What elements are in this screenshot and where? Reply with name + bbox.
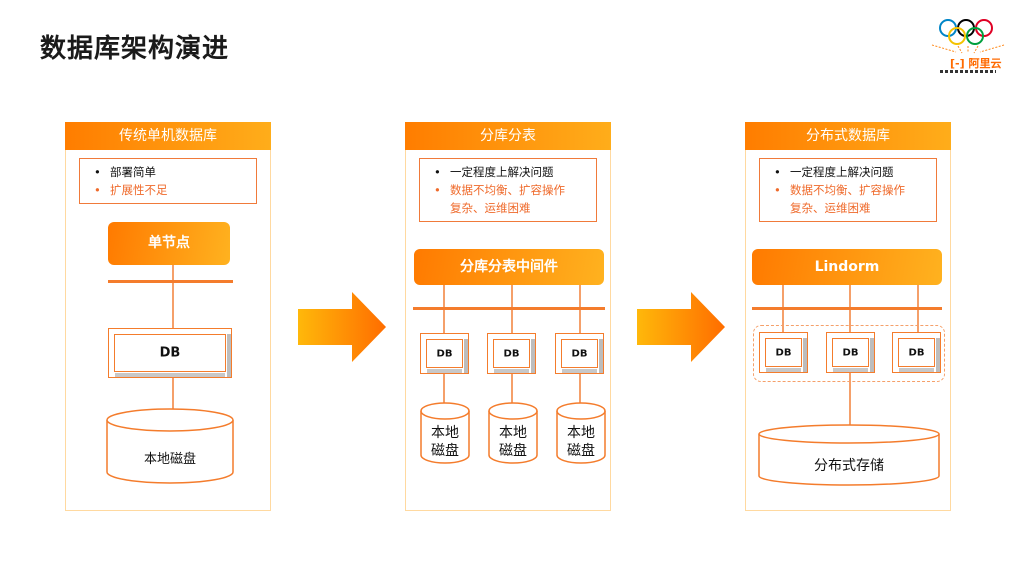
arrow-right-icon (637, 292, 727, 362)
bullet-icon: • (94, 165, 101, 179)
bus-line (108, 280, 233, 283)
logo-tagline (940, 70, 996, 73)
panel-header: 传统单机数据库 (65, 122, 271, 150)
connector-line (917, 285, 919, 335)
page-title: 数据库架构演进 (40, 34, 230, 64)
connector-line (849, 373, 851, 427)
bullet-icon: • (434, 183, 441, 197)
panel-header: 分库分表 (405, 122, 611, 150)
connector-line (511, 374, 513, 404)
olympic-rings-icon (931, 19, 1005, 54)
connector-line (782, 285, 784, 335)
connector-line (172, 378, 174, 410)
single-node: 单节点 (108, 222, 230, 265)
bullet-icon: • (94, 183, 101, 197)
sharding-middleware: 分库分表中间件 (414, 249, 604, 285)
panel-header: 分布式数据库 (745, 122, 951, 150)
connector-line (849, 285, 851, 335)
logo-brand: [-] 阿里云 (950, 57, 1002, 70)
bullet-icon: • (774, 165, 781, 179)
bullet-icon: • (434, 165, 441, 179)
note-con: 扩展性不足 (110, 183, 168, 197)
connector-line (579, 374, 581, 404)
alibaba-cloud-logo: [-] 阿里云 (928, 16, 1008, 78)
note-pro: 部署简单 (110, 165, 156, 179)
db-box: DB (487, 333, 536, 374)
connector-line (579, 285, 581, 335)
connector-line (511, 285, 513, 335)
notes-box: • 部署简单 • 扩展性不足 (79, 158, 257, 204)
panel-distributed: 分布式数据库 • 一定程度上解决问题 • 数据不均衡、扩容操作 复杂、运维困难 Li… (745, 122, 951, 511)
db-box: DB (826, 332, 875, 373)
distributed-storage: 分布式存储 (758, 424, 940, 486)
db-box: DB (759, 332, 808, 373)
notes-box: • 一定程度上解决问题 • 数据不均衡、扩容操作 复杂、运维困难 (419, 158, 597, 222)
note-con: 数据不均衡、扩容操作 (450, 183, 565, 197)
lindorm-node: Lindorm (752, 249, 942, 285)
connector-line (443, 285, 445, 335)
local-disk: 本地磁盘 (106, 408, 234, 484)
notes-box: • 一定程度上解决问题 • 数据不均衡、扩容操作 复杂、运维困难 (759, 158, 937, 222)
db-box: DB (555, 333, 604, 374)
arrow-right-icon (298, 292, 388, 362)
note-pro: 一定程度上解决问题 (450, 165, 554, 179)
connector-line (172, 265, 174, 329)
note-con: 数据不均衡、扩容操作 (790, 183, 905, 197)
db-box: DB (892, 332, 941, 373)
db-box: DB (108, 328, 232, 378)
panel-sharding: 分库分表 • 一定程度上解决问题 • 数据不均衡、扩容操作 复杂、运维困难 分库分表… (405, 122, 611, 511)
bullet-icon: • (774, 183, 781, 197)
bus-line (752, 307, 942, 310)
note-pro: 一定程度上解决问题 (790, 165, 894, 179)
bus-line (413, 307, 605, 310)
local-disk: 本地磁盘 (556, 402, 606, 464)
note-con-cont: 复杂、运维困难 (450, 201, 531, 215)
db-box: DB (420, 333, 469, 374)
panel-traditional: 传统单机数据库 • 部署简单 • 扩展性不足 单节点 DB 本地磁盘 (65, 122, 271, 511)
local-disk: 本地磁盘 (488, 402, 538, 464)
note-con-cont: 复杂、运维困难 (790, 201, 871, 215)
local-disk: 本地磁盘 (420, 402, 470, 464)
connector-line (443, 374, 445, 404)
